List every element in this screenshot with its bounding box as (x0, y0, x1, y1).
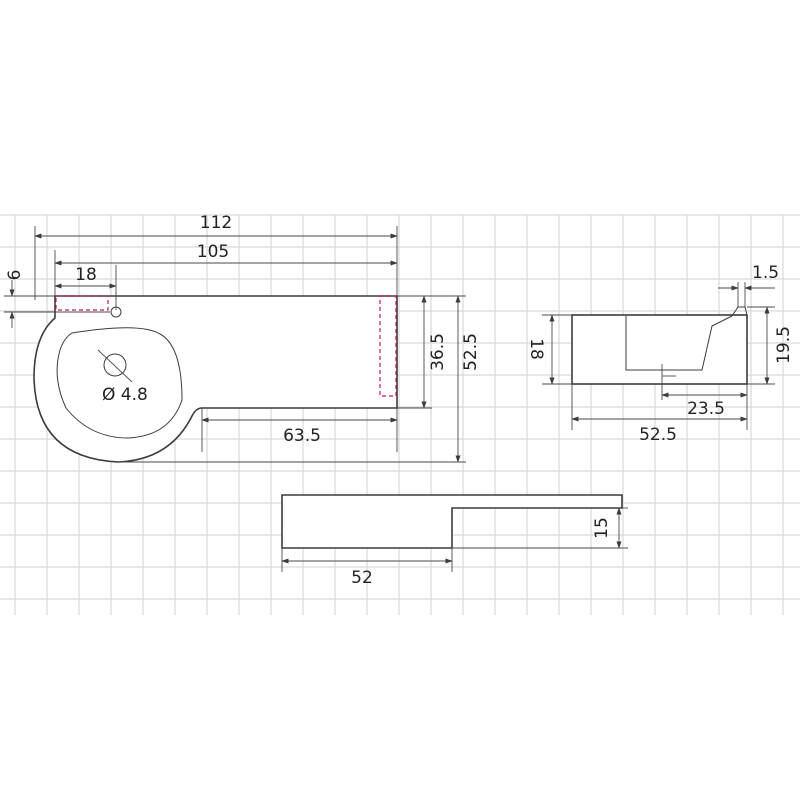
dim-105: 105 (197, 242, 229, 262)
bottom-outline (281, 494, 623, 549)
dim-112: 112 (200, 213, 232, 233)
dim-52-5-side: 52.5 (639, 425, 677, 445)
side-body (571, 314, 748, 385)
dim-36-5: 36.5 (428, 333, 448, 371)
side-view: 1.5 19.5 18 23.5 52.5 (526, 263, 794, 445)
dim-23-5: 23.5 (687, 399, 725, 419)
dim-hole-diameter: Ø 4.8 (102, 385, 148, 405)
pedestal-hidden-line (379, 295, 397, 397)
top-view: 112 105 18 6 Ø 4.8 36.5 52.5 63.5 (4, 213, 481, 463)
dim-63-5: 63.5 (283, 426, 321, 446)
overflow-hidden-line (55, 295, 109, 311)
basin-outline (33, 295, 398, 463)
dim-15: 15 (592, 517, 612, 539)
side-bowl (625, 315, 733, 371)
dim-1-5: 1.5 (752, 263, 779, 283)
dim-19-5: 19.5 (774, 326, 794, 364)
dim-6: 6 (5, 270, 25, 281)
dim-52: 52 (351, 568, 373, 588)
bottom-view: 15 52 (281, 494, 628, 588)
dim-52-5-depth: 52.5 (461, 333, 481, 371)
bowl-outline (56, 327, 183, 439)
dim-18: 18 (75, 265, 97, 285)
drain-hole (103, 353, 127, 377)
side-lip (731, 306, 748, 317)
dim-18-side: 18 (526, 338, 546, 360)
